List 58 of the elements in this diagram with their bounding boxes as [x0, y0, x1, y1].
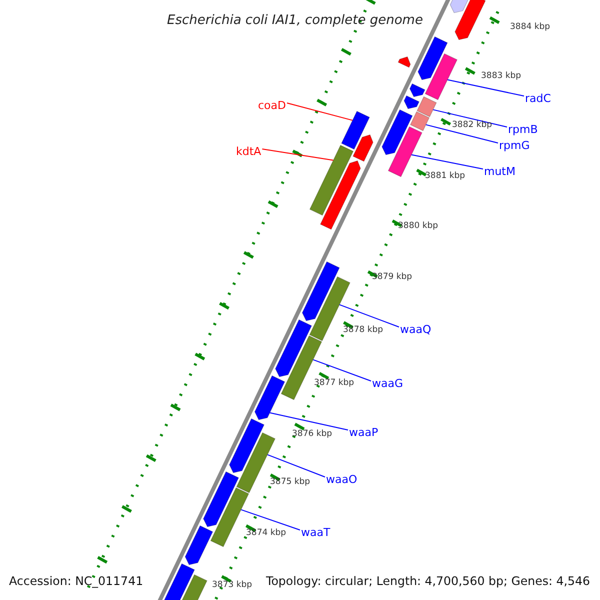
- scale-label: 3884 kbp: [510, 23, 550, 32]
- gene-block: [410, 111, 430, 132]
- gene-label: rpmB: [508, 124, 538, 135]
- gene-block: [450, 0, 470, 14]
- scale-label: 3880 kbp: [398, 222, 438, 230]
- gene-label: waaT: [301, 527, 330, 538]
- scale-label: 3879 kbp: [372, 273, 412, 282]
- leader-line: [269, 412, 348, 430]
- leader-line: [240, 509, 300, 530]
- gene-label: coaD: [258, 100, 286, 111]
- leader-line: [262, 148, 334, 161]
- gene-block: [398, 56, 411, 68]
- scale-label: 3882 kbp: [452, 121, 492, 130]
- gene-block: [184, 525, 214, 566]
- gene-label: waaO: [326, 474, 358, 485]
- scale-label: 3873 kbp: [212, 581, 252, 590]
- gene-label: mutM: [484, 166, 516, 177]
- scale-label: 3878 kbp: [343, 326, 384, 334]
- gene-block: [229, 418, 264, 474]
- gene-block: [409, 83, 426, 98]
- genome-info-text: Topology: circular; Length: 4,700,560 bp; Genes: 4,546: [266, 576, 590, 588]
- gene-block: [254, 375, 286, 420]
- leader-line: [425, 124, 498, 144]
- gene-label: rpmG: [499, 140, 530, 151]
- leader-line: [411, 154, 484, 170]
- leader-line: [432, 109, 508, 128]
- gene-label: waaP: [349, 427, 378, 438]
- gene-block: [418, 36, 448, 80]
- gene-label: waaQ: [400, 324, 432, 335]
- gene-label: radC: [525, 93, 551, 104]
- accession-text: Accession: NC_011741: [9, 576, 144, 588]
- title: Escherichia coli IAI1, complete genome: [167, 14, 423, 27]
- gene-block: [275, 319, 312, 378]
- leader-line: [447, 79, 524, 96]
- gene-block: [416, 96, 437, 118]
- gene-label: kdtA: [236, 146, 262, 157]
- scale-label: 3875 kbp: [270, 478, 310, 486]
- gene-block: [382, 109, 413, 156]
- leader-line: [312, 359, 372, 382]
- scale-label: 3881 kbp: [425, 172, 466, 180]
- gene-block: [302, 261, 340, 322]
- gene-block: [388, 126, 422, 178]
- gene-block: [454, 0, 486, 40]
- gene-block: [320, 160, 361, 230]
- scale-label: 3876 kbp: [292, 430, 332, 438]
- scale-label: 3883 kbp: [481, 72, 522, 80]
- leader-line: [267, 454, 326, 478]
- gene-block: [424, 53, 458, 100]
- gene-block: [203, 471, 239, 528]
- gene-label: waaG: [372, 378, 404, 389]
- gene-block: [341, 110, 370, 150]
- leader-line: [286, 102, 353, 121]
- gene-block: [309, 144, 354, 216]
- gene-block: [352, 134, 374, 162]
- gene-block: [404, 95, 420, 110]
- leader-line: [339, 304, 400, 328]
- scale-label: 3877 kbp: [314, 379, 354, 388]
- scale-label: 3874 kbp: [246, 529, 286, 538]
